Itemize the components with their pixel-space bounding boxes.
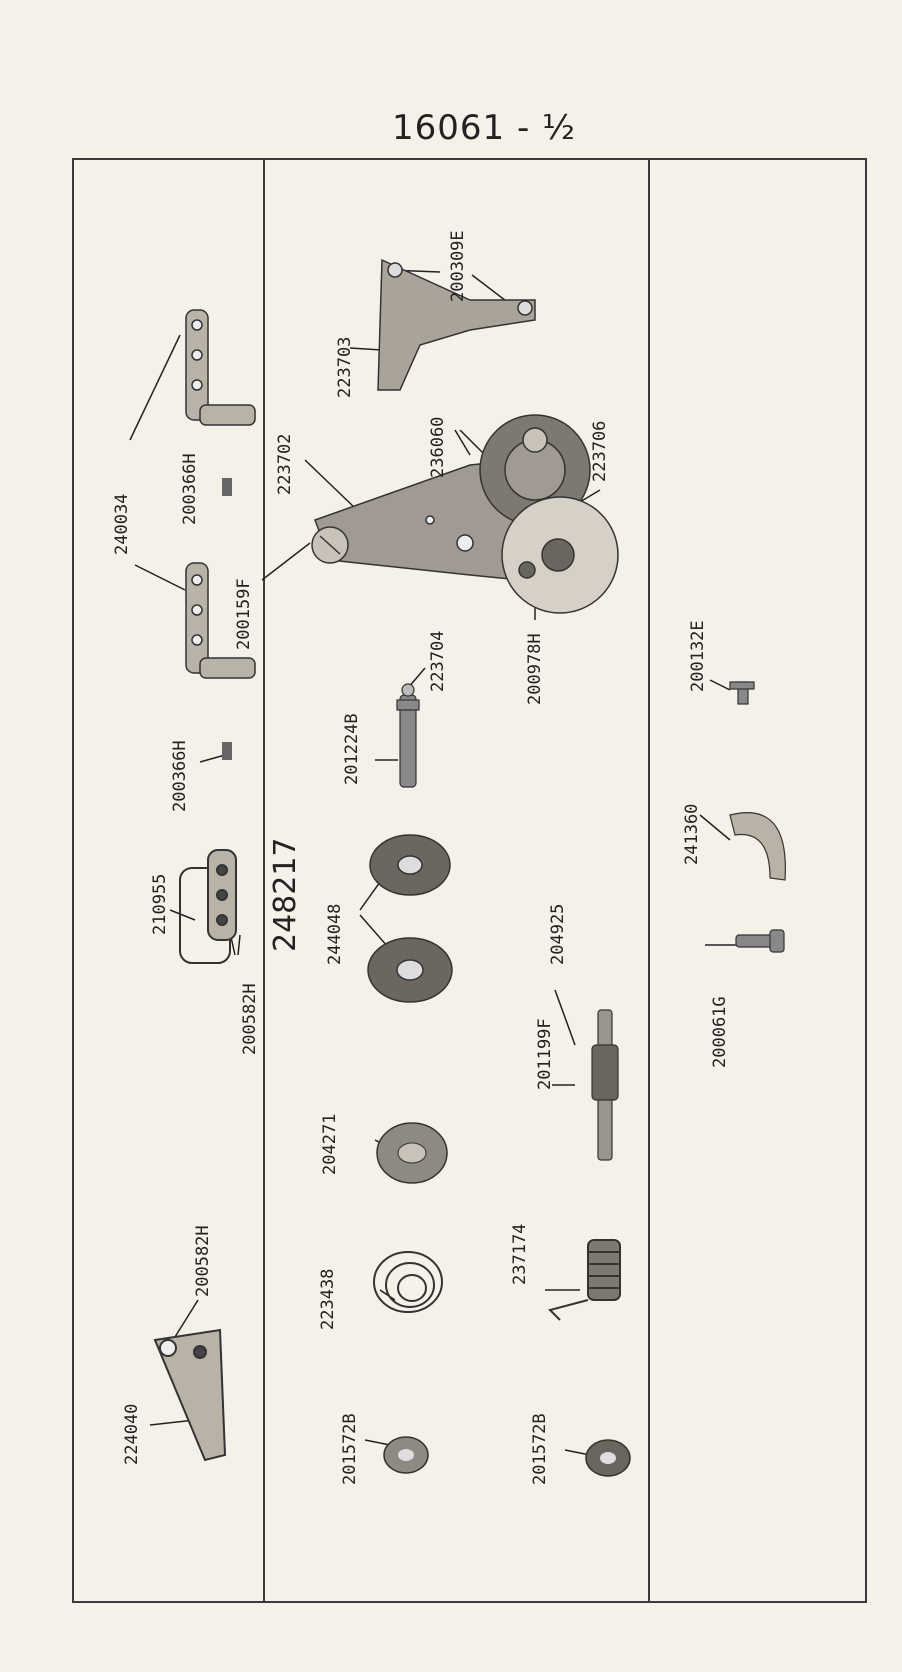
page-title: 16061 - ½ [392, 108, 576, 148]
part-label: 200978H [525, 633, 545, 705]
part-label: 200309E [448, 230, 468, 302]
part-label: 201224B [342, 713, 362, 785]
part-label: 237174 [510, 1223, 530, 1285]
column-divider-right [648, 158, 650, 1603]
parts-plate-frame [72, 158, 867, 1603]
part-label: 200582H [240, 983, 260, 1055]
part-label: 244048 [325, 903, 345, 965]
part-label: 223706 [590, 420, 610, 482]
part-label: 204925 [548, 903, 568, 965]
part-label: 240034 [112, 493, 132, 555]
part-label: 223702 [275, 433, 295, 495]
part-label: 200582H [193, 1225, 213, 1297]
part-label: 200366H [170, 740, 190, 812]
part-label: 201572B [530, 1413, 550, 1485]
part-label: 241360 [682, 803, 702, 865]
part-label: 200159F [234, 578, 254, 650]
assembly-number: 248217 [268, 837, 303, 952]
part-label: 236060 [428, 416, 448, 478]
part-label: 201199F [535, 1018, 555, 1090]
part-label: 223704 [428, 630, 448, 692]
part-label: 200366H [180, 453, 200, 525]
part-label: 223438 [318, 1268, 338, 1330]
part-label: 200132E [688, 620, 708, 692]
part-label: 210955 [150, 873, 170, 935]
part-label: 204271 [320, 1113, 340, 1175]
column-divider-left [263, 158, 265, 1603]
part-label: 201572B [340, 1413, 360, 1485]
part-label: 224040 [122, 1403, 142, 1465]
part-label: 200061G [710, 996, 730, 1068]
part-label: 223703 [335, 336, 355, 398]
